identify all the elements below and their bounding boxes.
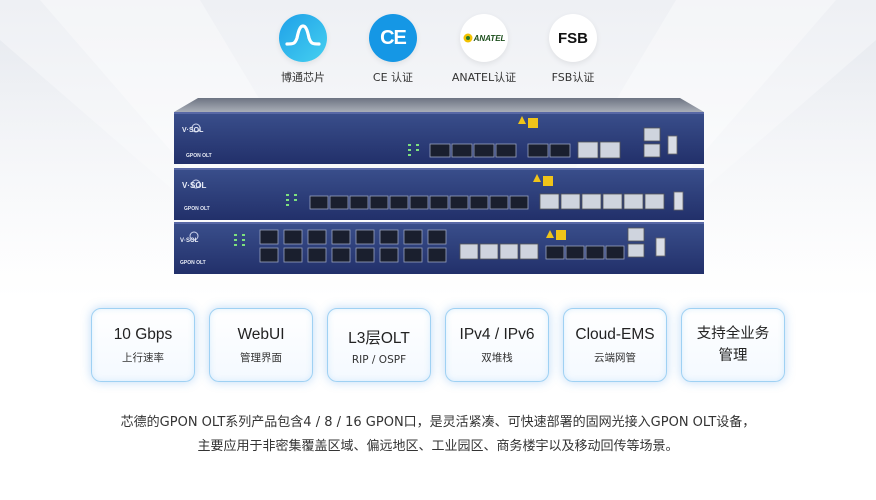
cert-broadcom: 博通芯片 [258, 14, 348, 85]
feature-subtitle: 管理界面 [240, 352, 282, 364]
svg-text:GPON OLT: GPON OLT [186, 153, 212, 159]
ce-mark-icon: CE [369, 14, 417, 62]
svg-text:V·SOL: V·SOL [180, 238, 199, 244]
cert-label: 博通芯片 [281, 71, 325, 84]
feature-subtitle: 上行速率 [122, 352, 164, 364]
feature-card-cloud-ems: Cloud-EMS 云端网管 [563, 308, 667, 382]
cert-anatel: ANATEL ANATEL认证 [439, 14, 529, 85]
feature-card-full-service: 支持全业务 管理 [681, 308, 785, 382]
feature-card-webui: WebUI 管理界面 [209, 308, 313, 382]
cert-fsb: FSB FSB认证 [528, 14, 618, 85]
product-description: 芯德的GPON OLT系列产品包含4 / 8 / 16 GPON口，是灵活紧凑、… [0, 411, 876, 459]
description-line-2: 主要应用于非密集覆盖区域、偏远地区、工业园区、商务楼宇以及移动回传等场景。 [197, 439, 679, 454]
olt-device-stack: V·SOL GPON OLT V·SOL GPON OLT V·SOL GPON… [174, 98, 704, 274]
feature-subtitle: 管理 [718, 348, 748, 364]
cert-label: CE 认证 [372, 71, 414, 84]
feature-subtitle: RIP / OSPF [351, 354, 407, 366]
chip-logo-icon [279, 14, 327, 62]
feature-title: L3层OLT [348, 330, 410, 347]
feature-card-row: 10 Gbps 上行速率 WebUI 管理界面 L3层OLT RIP / OSP… [0, 308, 876, 384]
certification-row: 博通芯片 CE CE 认证 ANATEL ANATEL认证 FSB FSB认证 [0, 14, 876, 86]
olt-unit-2 [174, 168, 704, 220]
feature-title: Cloud-EMS [575, 326, 655, 343]
olt-unit-1 [174, 112, 704, 164]
cert-label: ANATEL认证 [451, 71, 517, 84]
anatel-logo-icon: ANATEL [460, 14, 508, 62]
cert-ce: CE CE 认证 [348, 14, 438, 85]
feature-card-ipv6: IPv4 / IPv6 双堆栈 [445, 308, 549, 382]
feature-subtitle: 双堆栈 [481, 352, 513, 364]
svg-text:GPON OLT: GPON OLT [184, 206, 210, 212]
cert-label: FSB认证 [551, 71, 595, 84]
feature-title: 支持全业务 [696, 326, 770, 342]
svg-text:V·SOL: V·SOL [182, 181, 207, 190]
feature-title: IPv4 / IPv6 [459, 326, 535, 343]
description-line-1: 芯德的GPON OLT系列产品包含4 / 8 / 16 GPON口，是灵活紧凑、… [120, 415, 756, 430]
svg-text:V·SOL: V·SOL [182, 127, 204, 134]
feature-title: 10 Gbps [113, 326, 173, 343]
feature-title: WebUI [237, 326, 285, 343]
svg-text:GPON OLT: GPON OLT [180, 260, 206, 266]
chassis-top [174, 98, 704, 112]
feature-card-l3: L3层OLT RIP / OSPF [327, 308, 431, 382]
olt-unit-3 [174, 222, 704, 274]
feature-card-uplink: 10 Gbps 上行速率 [91, 308, 195, 382]
feature-subtitle: 云端网管 [594, 352, 636, 364]
fsb-logo-icon: FSB [549, 14, 597, 62]
